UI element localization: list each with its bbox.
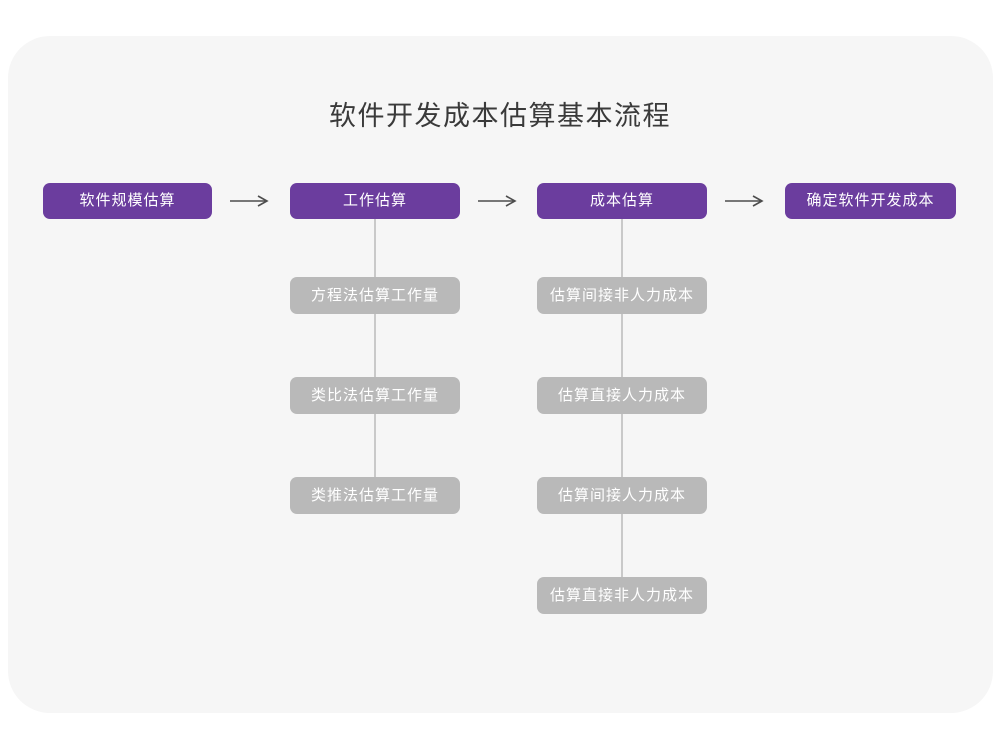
flow-arrow-icon xyxy=(228,193,272,209)
sub-box-indirect-nonlabor-cost: 估算间接非人力成本 xyxy=(537,277,707,314)
sub-box-direct-nonlabor-cost: 估算直接非人力成本 xyxy=(537,577,707,614)
diagram-card xyxy=(8,36,993,713)
stage-box-work-estimation: 工作估算 xyxy=(290,183,460,219)
stage-box-software-scale-estimation: 软件规模估算 xyxy=(43,183,212,219)
sub-box-analogy-method: 类比法估算工作量 xyxy=(290,377,460,414)
diagram-title: 软件开发成本估算基本流程 xyxy=(329,101,671,131)
flow-arrow-icon xyxy=(476,193,520,209)
sub-box-extrapolation-method: 类推法估算工作量 xyxy=(290,477,460,514)
connector-line-work-estimation xyxy=(374,219,376,495)
sub-box-direct-labor-cost: 估算直接人力成本 xyxy=(537,377,707,414)
sub-box-indirect-labor-cost: 估算间接人力成本 xyxy=(537,477,707,514)
flow-arrow-icon xyxy=(723,193,767,209)
stage-box-determine-software-dev-cost: 确定软件开发成本 xyxy=(785,183,956,219)
stage-box-cost-estimation: 成本估算 xyxy=(537,183,707,219)
sub-box-equation-method: 方程法估算工作量 xyxy=(290,277,460,314)
